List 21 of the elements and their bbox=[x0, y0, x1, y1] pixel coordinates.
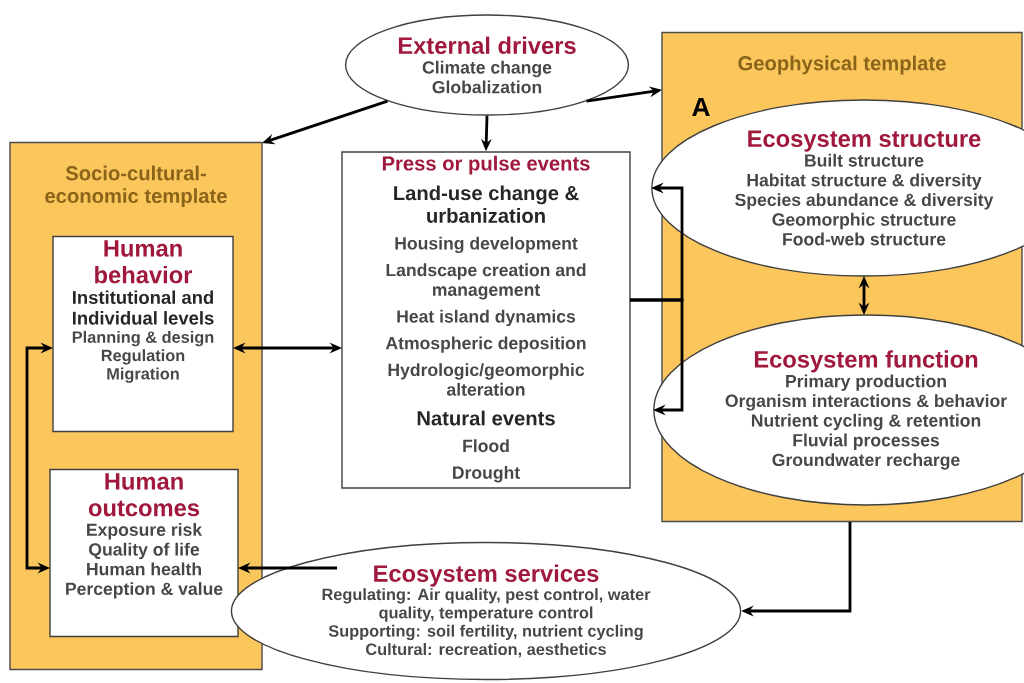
outcomes-box: Human outcomes Exposure risk Quality of life Human health Perception & value bbox=[49, 468, 239, 638]
events-box: Press or pulse events Land-use change & urbanization Housing development Landscape creation and management Heat island dynamics Atmospheric deposition Hydrologic/geomorphic alteration Natural events Flood Drought bbox=[341, 151, 631, 489]
behavior-box: Human behavior Institutional and Individual levels Planning & design Regulation Migration bbox=[52, 235, 234, 433]
node-label: Cultural: recreation, aesthetics bbox=[366, 643, 606, 658]
arrow bbox=[630, 298, 684, 416]
node-label: Regulating: Air quality, pest control, water quality, temperature control bbox=[322, 588, 651, 622]
node-label: Groundwater recharge bbox=[772, 453, 960, 470]
node-label: Fluvial processes bbox=[793, 433, 940, 450]
node-label: Primary production bbox=[786, 374, 946, 391]
node-label: Habitat structure & diversity bbox=[747, 173, 982, 190]
node-label: Ecosystem function bbox=[754, 350, 978, 373]
node-label: Species abundance & diversity bbox=[735, 193, 994, 210]
node-label: Geomorphic structure bbox=[772, 212, 956, 230]
node-label: Organism interactions & behavior bbox=[725, 394, 1007, 411]
node-label: Built structure bbox=[805, 153, 924, 167]
panel-letter: A bbox=[692, 97, 710, 117]
node-label: Ecosystem structure bbox=[748, 130, 981, 152]
node-label: Supporting: soil fertility, nutrient cycling bbox=[328, 624, 643, 641]
node-label: Ecosystem services bbox=[374, 564, 599, 587]
node-label: Nutrient cycling & retention bbox=[751, 413, 981, 431]
node-label: Food-web structure bbox=[783, 232, 946, 246]
